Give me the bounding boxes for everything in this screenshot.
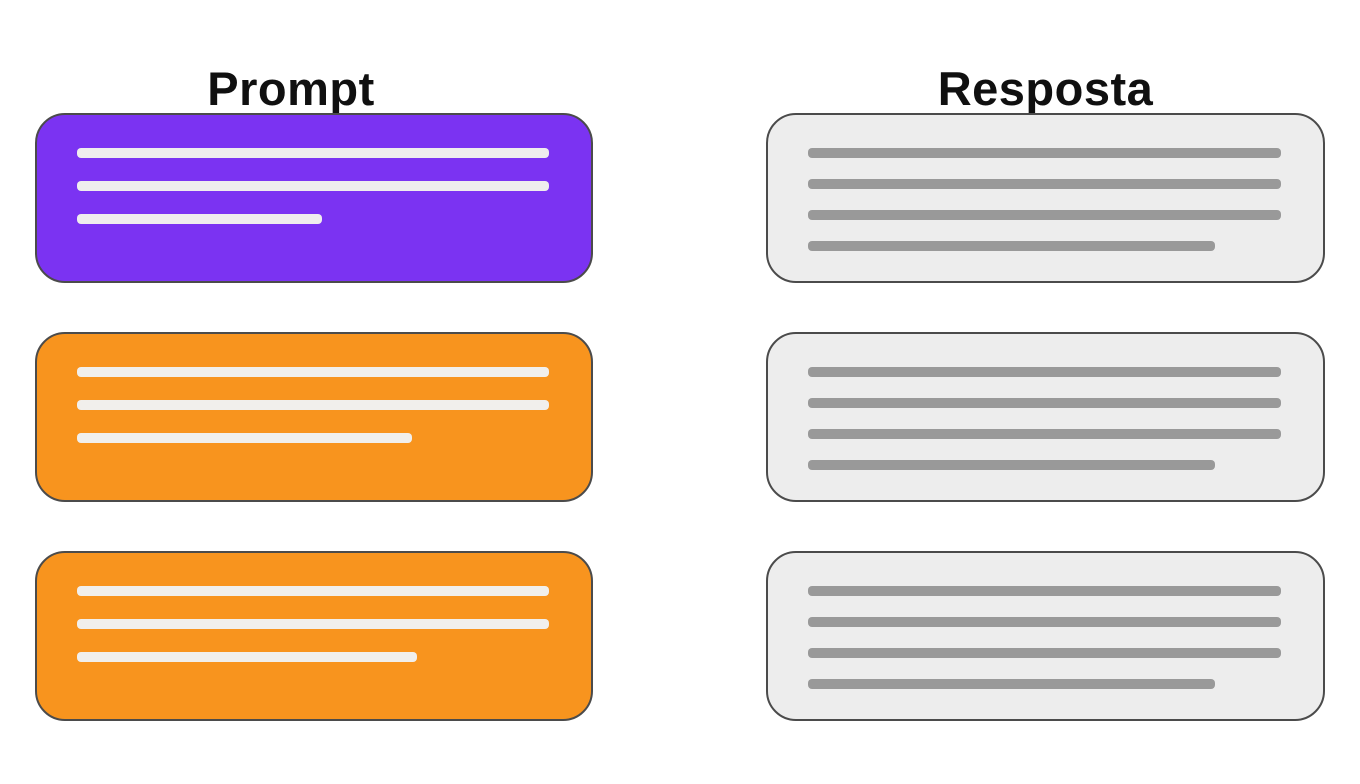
text-line-placeholder bbox=[808, 460, 1215, 470]
response-card bbox=[766, 113, 1325, 283]
text-line-placeholder bbox=[808, 210, 1281, 220]
text-line-placeholder bbox=[808, 367, 1281, 377]
text-line-placeholder bbox=[808, 679, 1215, 689]
text-line-placeholder bbox=[808, 398, 1281, 408]
prompt-card-list bbox=[35, 113, 593, 721]
text-line-placeholder bbox=[77, 652, 417, 662]
text-line-placeholder bbox=[77, 433, 413, 443]
text-line-placeholder bbox=[808, 586, 1281, 596]
text-line-placeholder bbox=[808, 429, 1281, 439]
text-line-placeholder bbox=[808, 241, 1215, 251]
text-line-placeholder bbox=[77, 214, 323, 224]
prompt-card bbox=[35, 551, 593, 721]
response-card bbox=[766, 551, 1325, 721]
column-title-resposta: Resposta bbox=[937, 62, 1154, 115]
column-title-prompt: Prompt bbox=[207, 62, 375, 115]
text-line-placeholder bbox=[808, 648, 1281, 658]
text-line-placeholder bbox=[77, 400, 549, 410]
text-line-placeholder bbox=[808, 148, 1281, 158]
response-card bbox=[766, 332, 1325, 502]
text-line-placeholder bbox=[77, 181, 549, 191]
response-card-list bbox=[766, 113, 1325, 721]
text-line-placeholder bbox=[77, 148, 549, 158]
prompt-card bbox=[35, 332, 593, 502]
text-line-placeholder bbox=[77, 619, 549, 629]
prompt-card bbox=[35, 113, 593, 283]
text-line-placeholder bbox=[808, 617, 1281, 627]
text-line-placeholder bbox=[77, 367, 549, 377]
text-line-placeholder bbox=[808, 179, 1281, 189]
text-line-placeholder bbox=[77, 586, 549, 596]
